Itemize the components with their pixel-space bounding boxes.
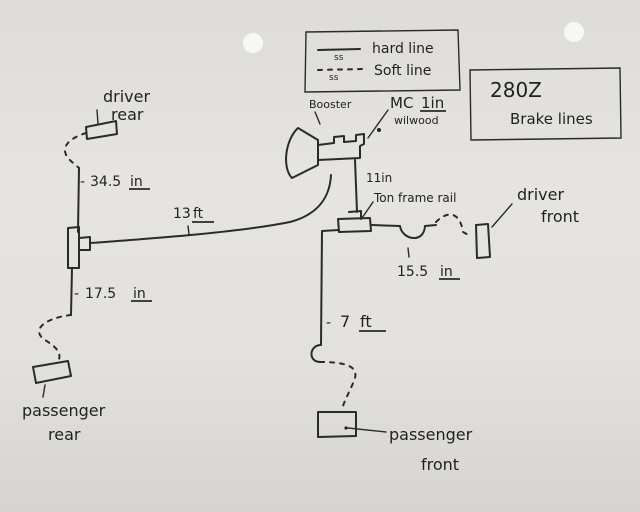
legend-hard-line-sample — [317, 48, 361, 51]
passenger-rear-length-unit: in — [133, 286, 146, 302]
passenger-rear-length-num: 17.5 — [85, 286, 116, 302]
punch-hole-left — [243, 33, 263, 53]
driver-rear-length-dash: - — [80, 174, 85, 190]
rear-main-hard-line — [89, 174, 332, 244]
driver-front-label-1: driver — [517, 185, 564, 204]
passenger-front-length-num: 7 — [340, 312, 350, 331]
driver-rear-soft-line — [64, 132, 87, 169]
legend-soft-symbol: ss — [329, 73, 339, 83]
legend-hard-label: hard line — [372, 41, 434, 57]
title-box: 280Z Brake lines — [469, 67, 622, 141]
legend-hard-symbol: ss — [334, 53, 344, 63]
legend-box: ss hard line ss Soft line — [304, 29, 461, 93]
brake-booster: Booster — [285, 98, 352, 179]
front-tee-fitting — [337, 217, 372, 233]
driver-front-soft-line — [435, 213, 471, 237]
mc-label: MC — [390, 94, 413, 112]
passenger-front-length-unit: ft — [360, 312, 372, 331]
driver-front-caliper-box — [475, 223, 491, 259]
passenger-front-caliper-box — [317, 411, 357, 438]
mc-to-tee-length: 11in — [366, 171, 392, 185]
driver-rear-label-2: rear — [111, 105, 144, 124]
driver-rear-caliper-box — [85, 120, 118, 140]
rear-main-length-num: 13 — [173, 206, 191, 222]
passenger-rear-caliper-box — [32, 360, 72, 384]
driver-rear-caliper: driver rear — [85, 87, 150, 140]
driver-front-length-unit: in — [440, 264, 453, 280]
passenger-rear-length-dash: - — [74, 286, 79, 302]
rear-main-length-unit: ft — [193, 206, 204, 222]
front-tee-inlet — [348, 210, 362, 220]
passenger-front-label-1: passenger — [389, 425, 473, 444]
mc-bore-size: 1in — [421, 94, 444, 112]
passenger-rear-soft-line — [38, 314, 72, 363]
passenger-front-caliper: passenger front — [317, 411, 473, 474]
mc-to-front-tee-line — [354, 159, 358, 213]
passenger-rear-hard-line — [70, 267, 73, 316]
driver-front-caliper: driver front — [475, 185, 579, 259]
master-cylinder: MC 1in wilwood — [317, 94, 446, 161]
passenger-front-label-2: front — [421, 455, 459, 474]
passenger-front-soft-line — [319, 361, 357, 411]
driver-front-length-num: 15.5 — [397, 264, 428, 280]
driver-front-label-2: front — [541, 207, 579, 226]
passenger-rear-caliper: passenger rear — [22, 360, 106, 444]
frame-rail-label: Ton frame rail — [373, 191, 456, 205]
passenger-front-length-dash: - — [326, 315, 331, 331]
master-cylinder-body — [317, 133, 365, 161]
punch-hole-right — [564, 22, 584, 42]
booster-label: Booster — [309, 98, 352, 111]
driver-rear-length-unit: in — [130, 174, 143, 190]
driver-rear-hard-line — [77, 167, 80, 233]
passenger-front-hard-line — [310, 229, 340, 363]
driver-rear-length-num: 34.5 — [90, 174, 121, 190]
rear-tee-fitting — [67, 226, 80, 269]
title-subtitle: Brake lines — [510, 110, 593, 128]
rear-tee-outlet — [78, 236, 91, 251]
mc-brand: wilwood — [394, 114, 439, 127]
passenger-rear-label-1: passenger — [22, 401, 106, 420]
legend-soft-label: Soft line — [374, 63, 431, 79]
driver-front-hard-line — [370, 224, 437, 239]
booster-body — [285, 127, 319, 179]
title-model: 280Z — [490, 78, 542, 102]
driver-rear-label-1: driver — [103, 87, 150, 106]
passenger-rear-label-2: rear — [48, 425, 81, 444]
legend-soft-line-sample — [317, 68, 363, 71]
